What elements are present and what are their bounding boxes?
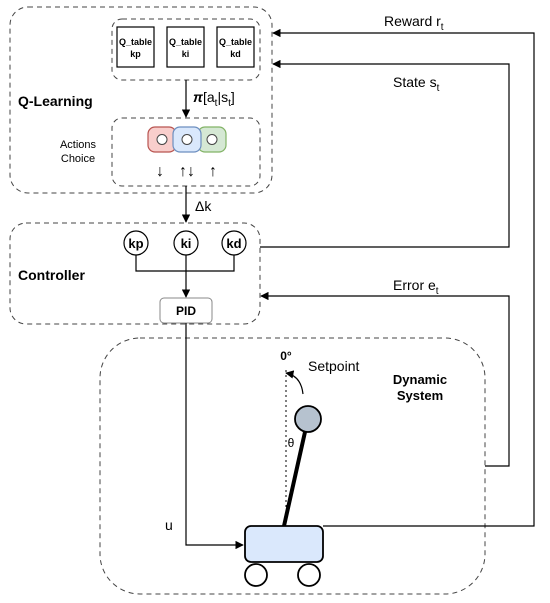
setpoint-label: Setpoint — [308, 358, 359, 374]
control-signal-u-label: u — [165, 517, 173, 533]
action-kp-arrow: ↓ — [156, 163, 164, 180]
controller-title: Controller — [18, 267, 85, 283]
gain-kd: kd — [221, 230, 247, 256]
state-label: State st — [393, 74, 440, 94]
zero-degree-label: 0° — [280, 349, 292, 363]
actions-label-line1: Actions — [60, 139, 97, 151]
action-ki-arrows: ↑↓ — [179, 163, 195, 180]
reward-arrow — [272, 28, 535, 527]
dynamic-system-title-line2: System — [397, 388, 443, 403]
action-kp — [147, 126, 177, 153]
cart-wheel-right — [297, 563, 321, 587]
qlearning-group — [9, 6, 273, 194]
delta-label: Δk — [195, 198, 212, 214]
action-kd-arrow: ↑ — [209, 163, 217, 180]
actions-label-line2: Choice — [61, 153, 95, 165]
state-arrow — [260, 59, 510, 248]
qtable-ki-gain: ki — [182, 49, 190, 59]
pid-label: PID — [176, 304, 196, 318]
action-kd — [197, 126, 227, 153]
policy-label: π[at|st] — [193, 89, 235, 109]
gain-kp-label: kp — [128, 236, 143, 251]
gain-kd-label: kd — [226, 236, 241, 251]
pid-block: PID — [159, 297, 213, 324]
qlearning-title: Q-Learning — [18, 93, 93, 109]
pendulum-rod — [282, 422, 309, 527]
qtable-ki-label: Q_table — [169, 37, 202, 47]
cart-body — [244, 525, 324, 563]
cart-wheel-left — [244, 563, 268, 587]
setpoint-arrow — [285, 370, 304, 395]
error-arrow — [260, 291, 510, 467]
gain-bus — [135, 255, 235, 272]
pendulum-bob — [294, 405, 322, 433]
action-ki — [172, 126, 202, 153]
qtable-kp-label: Q_table — [119, 37, 152, 47]
error-label: Error et — [393, 277, 439, 297]
gain-kp: kp — [123, 230, 149, 256]
qtable-kd: Q_table kd — [216, 26, 255, 68]
theta-label: θ — [288, 436, 295, 450]
action-buttons — [147, 126, 227, 153]
gain-ki-label: ki — [181, 236, 192, 251]
qtable-kp: Q_table kp — [116, 26, 155, 68]
qtable-kd-label: Q_table — [219, 37, 252, 47]
qtable-kd-gain: kd — [230, 49, 241, 59]
reward-label: Reward rt — [384, 13, 444, 33]
dynamic-system-group — [99, 337, 486, 595]
gain-ki: ki — [173, 230, 199, 256]
qtable-kp-gain: kp — [130, 49, 141, 59]
control-signal-u-arrow — [185, 323, 244, 550]
controller-group — [9, 222, 261, 325]
dynamic-system-title-line1: Dynamic — [393, 372, 447, 387]
qtable-ki: Q_table ki — [166, 26, 205, 68]
